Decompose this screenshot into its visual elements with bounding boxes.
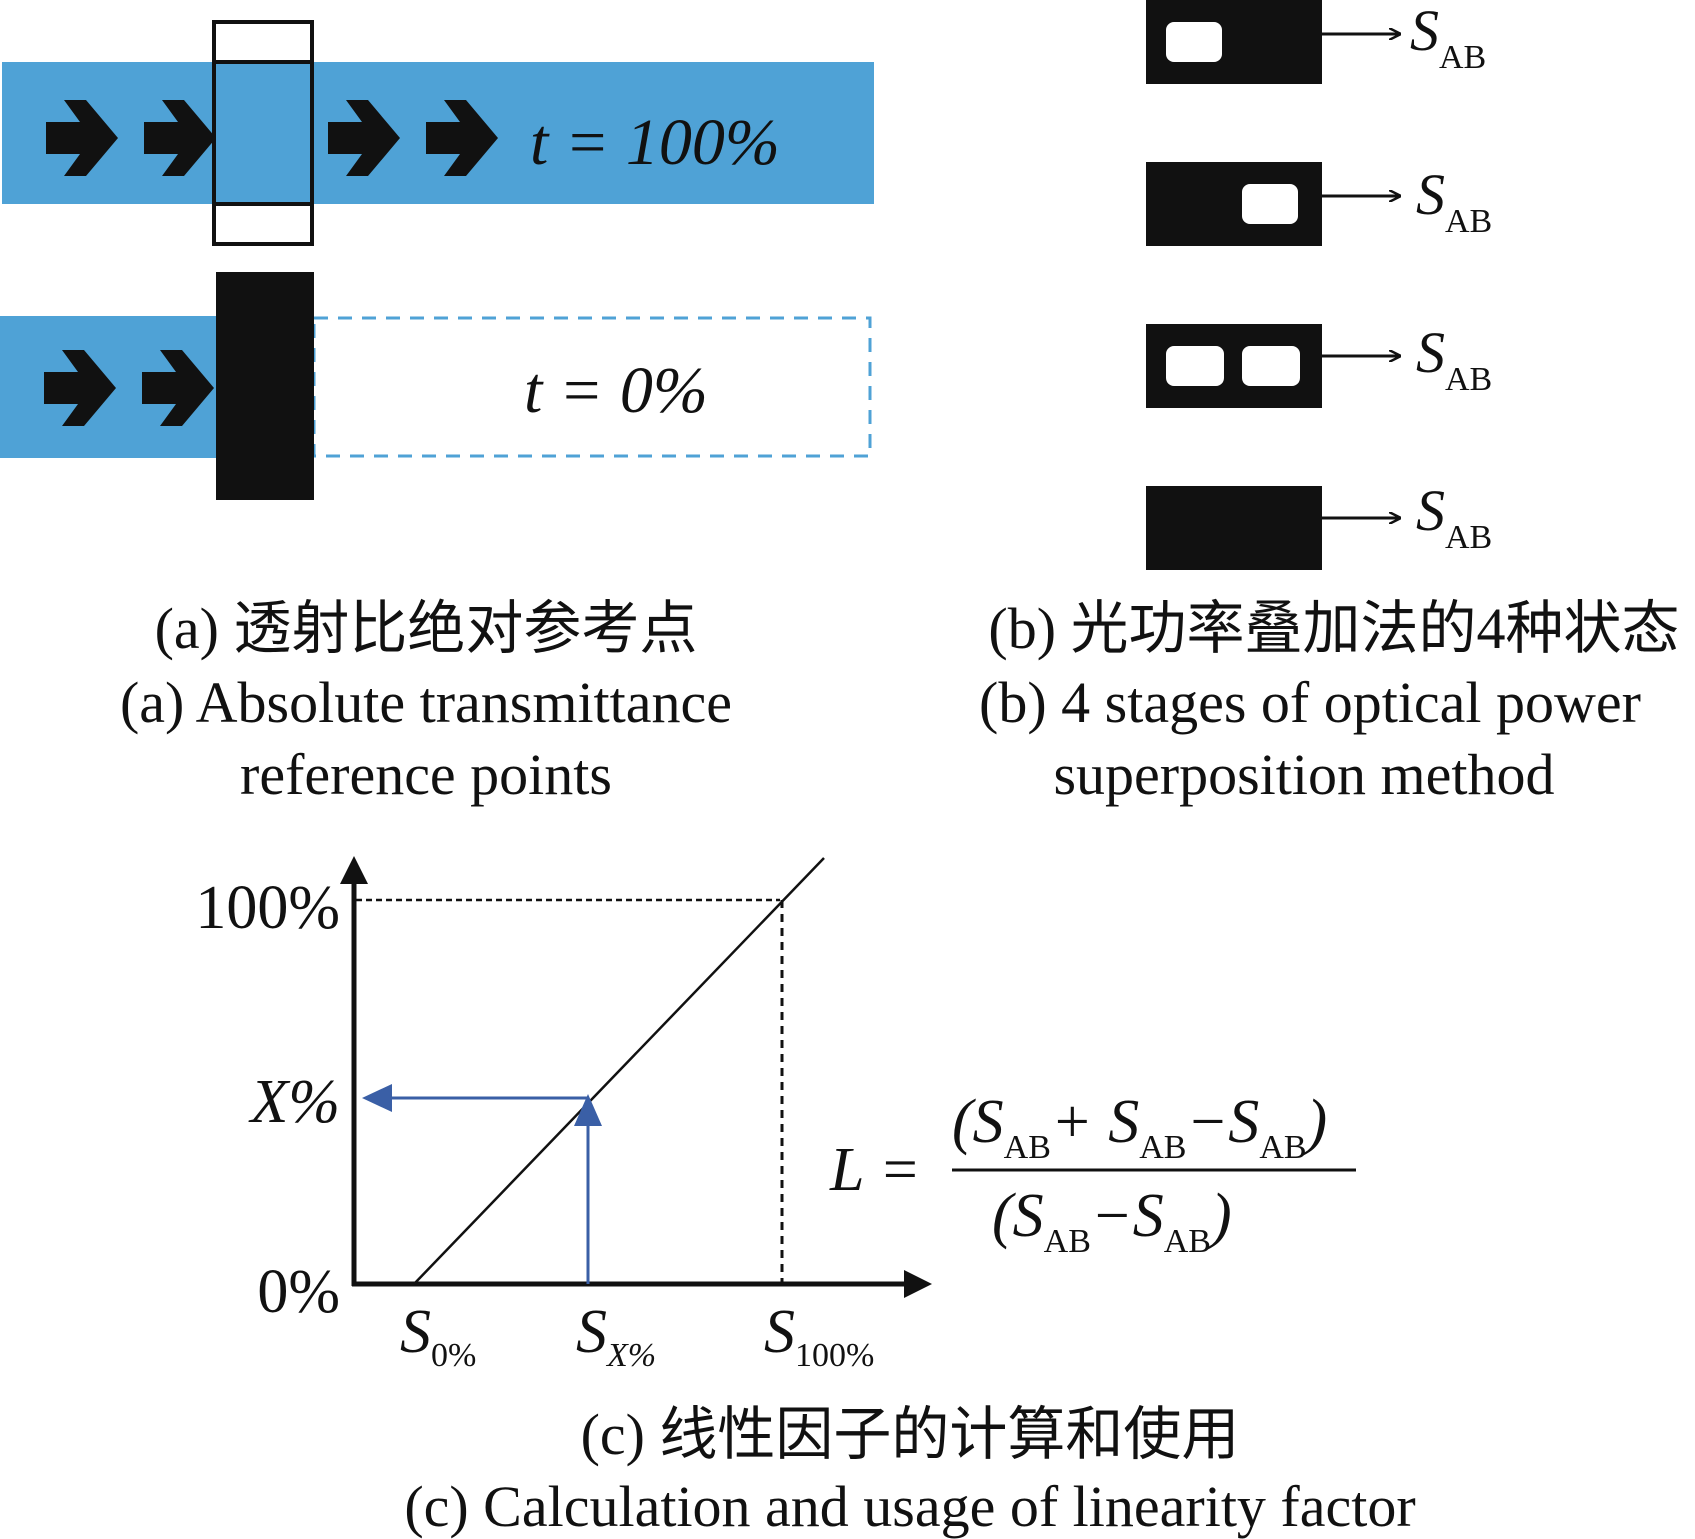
panel-b: SAB SAB SAB SAB (b) 光功率叠加法的4种状态 (b) 4 st… xyxy=(979,0,1680,807)
panel-c: 100% X% 0% S0% SX% S100% L = (SAB+ SAB−S… xyxy=(195,856,1416,1539)
x-axis-arrowhead-icon xyxy=(904,1270,932,1298)
caption-c-zh: (c) 线性因子的计算和使用 xyxy=(581,1402,1240,1467)
signal-label: SAB xyxy=(1410,0,1486,76)
state-b-open: SAB xyxy=(1146,162,1492,246)
x-tick-label: SX% xyxy=(576,1298,656,1374)
x-tick-label: S0% xyxy=(400,1298,476,1374)
formula-denominator: (SAB−SAB) xyxy=(992,1182,1232,1260)
caption-c-en: (c) Calculation and usage of linearity f… xyxy=(404,1474,1415,1539)
signal-label: SAB xyxy=(1416,162,1492,240)
y-axis-arrowhead-icon xyxy=(340,856,368,884)
blocked-beam-outline xyxy=(312,316,872,458)
open-aperture-frame xyxy=(212,20,314,246)
open-aperture-window xyxy=(216,64,310,202)
chevron-arrow-icon xyxy=(144,100,216,176)
state-closed: SAB xyxy=(1146,478,1492,570)
y-tick-label: 0% xyxy=(257,1258,340,1326)
aperture-hole-b xyxy=(1242,184,1298,224)
aperture-hole-b xyxy=(1242,346,1300,386)
caption-a-zh: (a) 透射比绝对参考点 xyxy=(155,596,698,661)
caption-b-en-line2: superposition method xyxy=(1053,742,1554,807)
transmittance-label-open: t = 100% xyxy=(530,106,780,179)
y-tick-label: 100% xyxy=(195,874,340,942)
aperture-hole-a xyxy=(1166,22,1222,62)
panel-a: t = 100% t = 0% (a) 透射比绝对参考点 (a) Absolut… xyxy=(0,20,874,807)
aperture-plate xyxy=(1146,486,1322,570)
closed-shutter xyxy=(216,272,314,500)
transmittance-label-blocked: t = 0% xyxy=(524,354,708,427)
chevron-arrow-icon xyxy=(46,100,118,176)
y-tick-label: X% xyxy=(247,1068,340,1136)
caption-b-zh: (b) 光功率叠加法的4种状态 xyxy=(988,596,1679,661)
beam-arrow-icons xyxy=(46,100,498,176)
chevron-arrow-icon xyxy=(142,350,214,426)
formula-numerator: (SAB+ SAB−SAB) xyxy=(952,1088,1327,1166)
signal-label: SAB xyxy=(1416,320,1492,398)
chevron-arrow-icon xyxy=(328,100,400,176)
x-tick-label: S100% xyxy=(764,1298,874,1374)
linear-response-line xyxy=(413,857,825,1285)
state-ab-open: SAB xyxy=(1146,320,1492,408)
beam-arrow-icons xyxy=(44,350,214,426)
aperture-hole-a xyxy=(1166,346,1224,386)
state-a-open: SAB xyxy=(1146,0,1486,84)
caption-a-en-line1: (a) Absolute transmittance xyxy=(120,670,732,735)
chevron-arrow-icon xyxy=(44,350,116,426)
signal-label: SAB xyxy=(1416,478,1492,556)
caption-b-en-line1: (b) 4 stages of optical power xyxy=(979,670,1641,735)
linearity-formula: L = (SAB+ SAB−SAB) (SAB−SAB) xyxy=(829,1088,1356,1260)
chevron-arrow-icon xyxy=(426,100,498,176)
up-arrow-icon xyxy=(574,1094,602,1126)
left-arrow-icon xyxy=(362,1084,392,1112)
formula-lhs: L = xyxy=(829,1136,921,1204)
caption-a-en-line2: reference points xyxy=(240,742,612,807)
